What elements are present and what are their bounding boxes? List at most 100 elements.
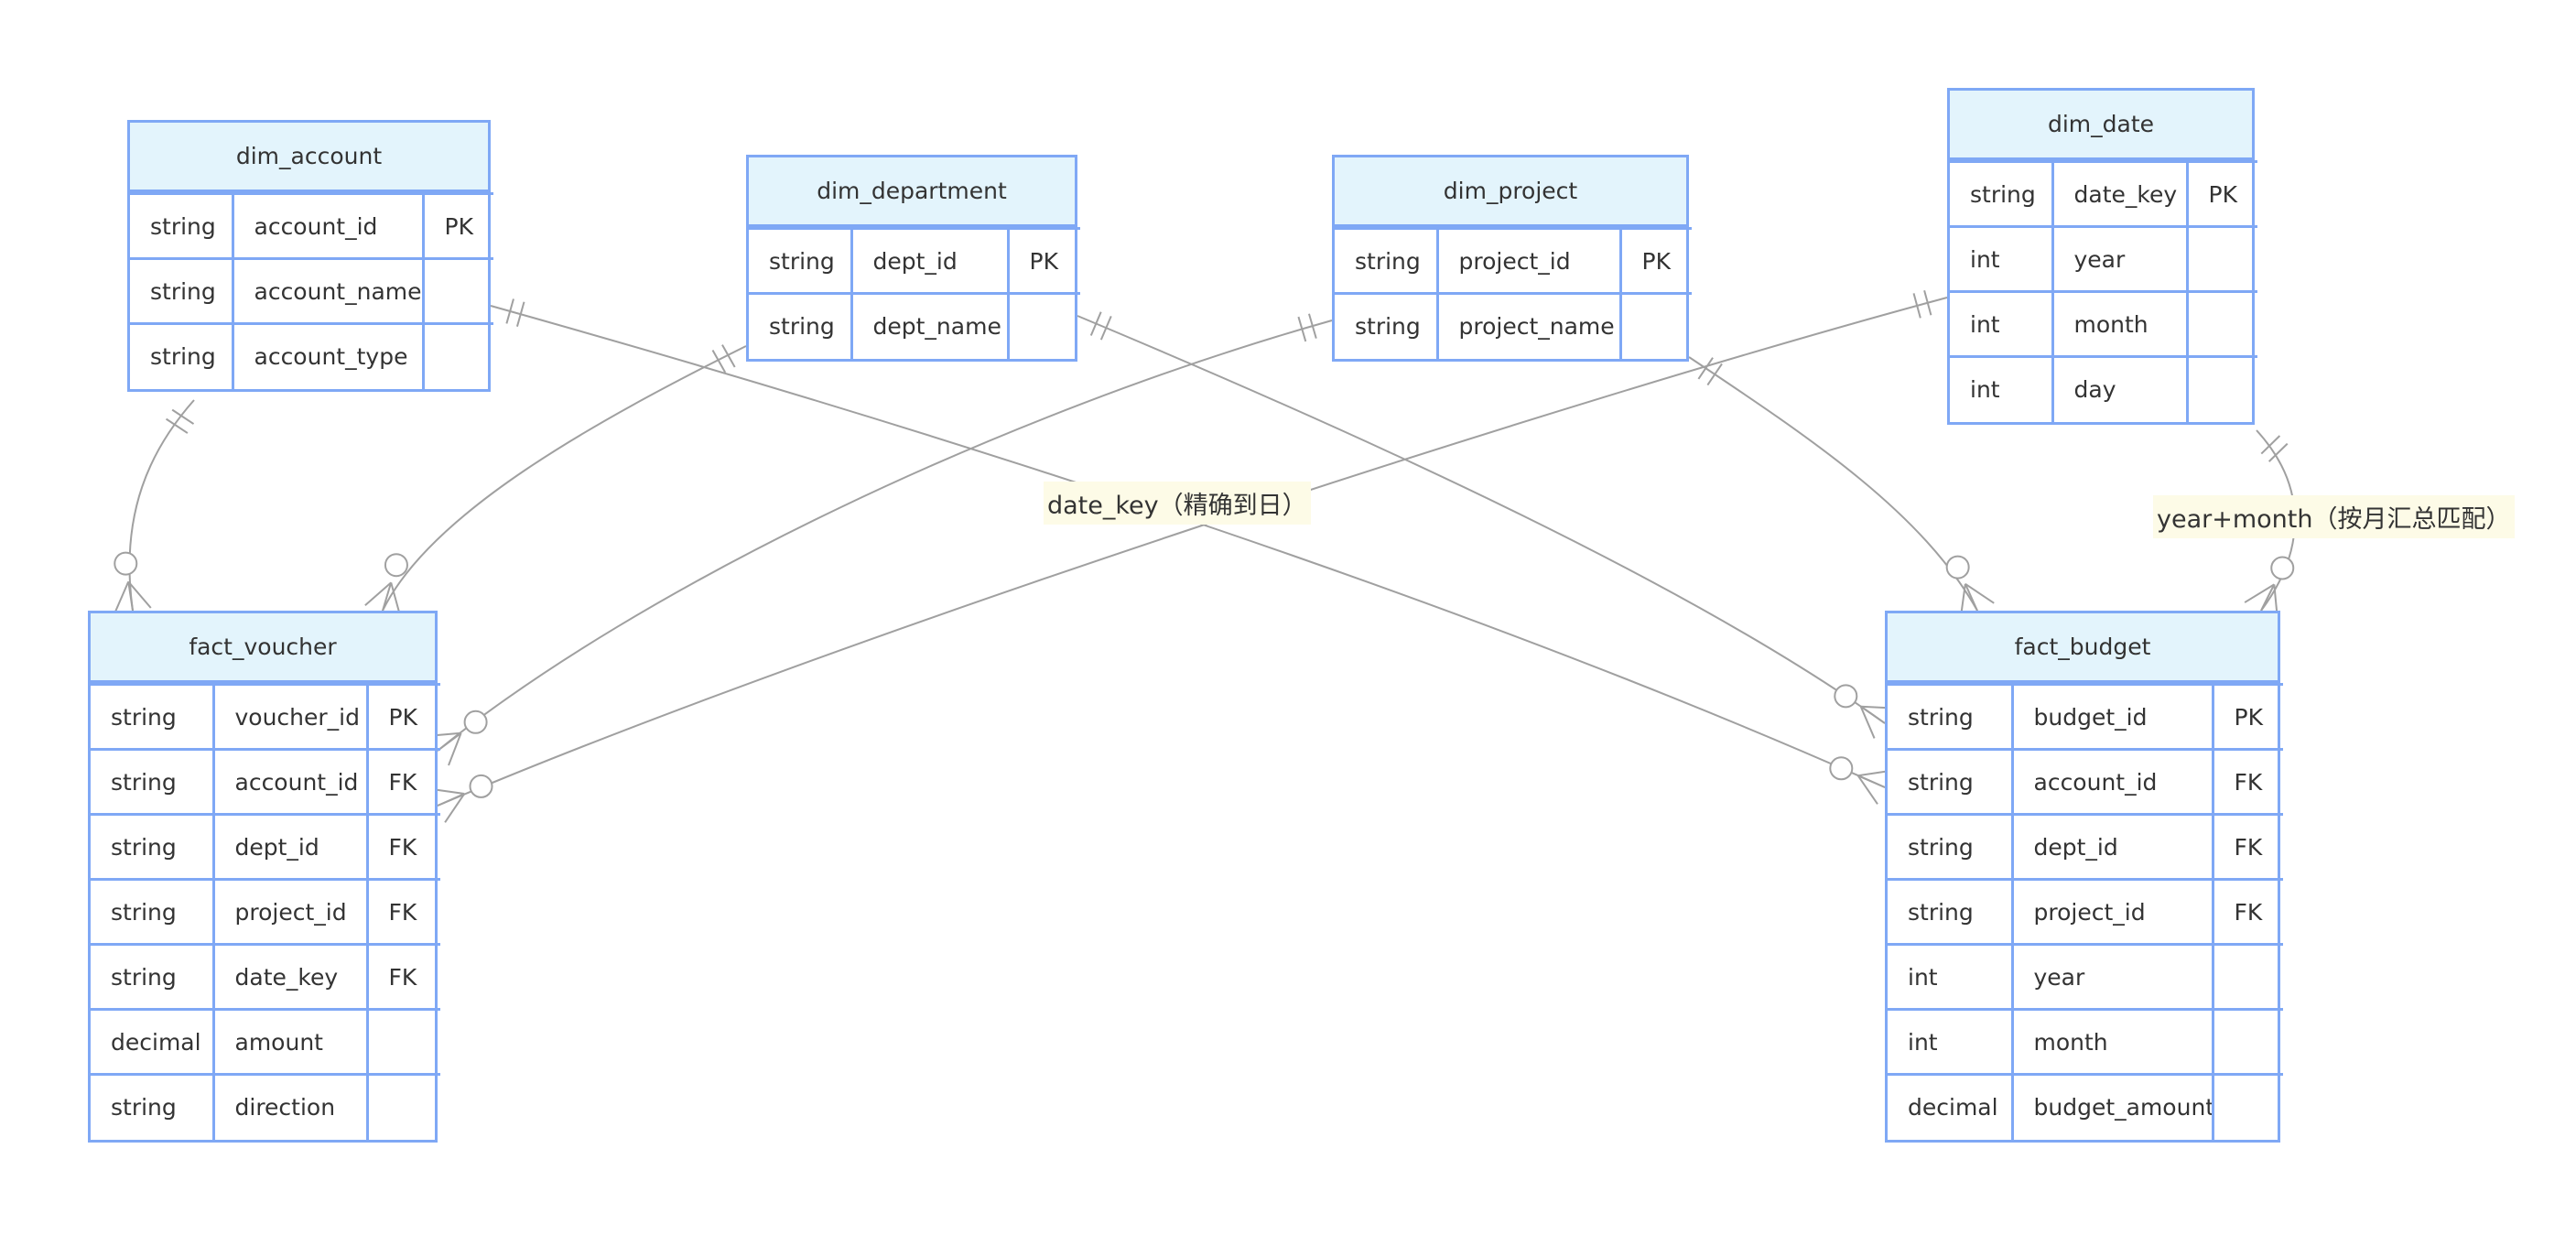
attribute-key: [421, 322, 493, 389]
attribute-name: budget_amount: [2010, 1073, 2214, 1140]
cardinality-many-mark: [437, 793, 465, 807]
attribute-name: project_name: [1435, 292, 1622, 359]
attribute-key: PK: [2211, 683, 2283, 751]
attribute-name: dept_id: [850, 227, 1010, 295]
attribute-type: string: [749, 227, 853, 295]
cardinality-one-mark: [165, 417, 189, 434]
relationship-line: [382, 345, 747, 612]
cardinality-zero-circle: [114, 551, 138, 576]
cardinality-one-mark: [515, 301, 525, 327]
relationship-line: [490, 305, 1886, 788]
attribute-key: PK: [421, 192, 493, 260]
attribute-key: PK: [365, 683, 440, 751]
attribute-type: string: [91, 878, 215, 946]
relationship-label-date-key: date_key（精确到日）: [1044, 482, 1311, 525]
cardinality-one-mark: [1099, 315, 1112, 341]
cardinality-one-mark: [1706, 363, 1723, 386]
attribute-type: string: [91, 683, 215, 751]
cardinality-one-mark: [1297, 316, 1307, 342]
attribute-type: int: [1950, 225, 2054, 293]
attribute-key: FK: [2211, 813, 2283, 881]
attribute-name: account_id: [231, 192, 425, 260]
attribute-key: [2211, 1008, 2283, 1076]
cardinality-many-mark: [1856, 775, 1878, 805]
attribute-name: year: [2051, 225, 2189, 293]
attribute-name: direction: [211, 1073, 369, 1140]
attribute-type: string: [1950, 160, 2054, 228]
attribute-key: [421, 257, 493, 325]
attribute-type: int: [1950, 355, 2054, 422]
relationship-line: [437, 297, 1948, 807]
attribute-key: [2185, 290, 2257, 358]
attribute-key: [2211, 1073, 2283, 1140]
cardinality-many-mark: [1964, 583, 1978, 612]
attribute-key: PK: [1006, 227, 1080, 295]
attribute-key: FK: [365, 813, 440, 881]
relationship-line: [1688, 356, 1978, 612]
attribute-type: decimal: [91, 1008, 215, 1076]
cardinality-one-mark: [711, 349, 727, 374]
cardinality-one-mark: [2268, 442, 2289, 462]
cardinality-many-mark: [382, 582, 393, 612]
cardinality-one-mark: [1089, 311, 1102, 336]
attribute-type: string: [91, 748, 215, 816]
cardinality-many-mark: [1860, 705, 1886, 724]
attribute-name: project_id: [1435, 227, 1622, 295]
attribute-name: month: [2051, 290, 2189, 358]
attribute-type: string: [130, 322, 234, 389]
attribute-type: string: [749, 292, 853, 359]
relationship-line: [1077, 315, 1886, 724]
cardinality-many-mark: [364, 581, 392, 607]
attribute-key: FK: [2211, 878, 2283, 946]
entity-title: fact_voucher: [91, 613, 435, 683]
cardinality-many-mark: [127, 580, 152, 609]
entity-title: dim_project: [1335, 157, 1686, 227]
cardinality-many-mark: [2260, 583, 2276, 612]
attribute-type: string: [1888, 748, 2014, 816]
attribute-name: dept_id: [2010, 813, 2214, 881]
attribute-name: account_id: [2010, 748, 2214, 816]
cardinality-zero-circle: [384, 553, 408, 578]
attribute-key: PK: [2185, 160, 2257, 228]
attribute-name: account_name: [231, 257, 425, 325]
cardinality-many-mark: [1857, 775, 1886, 788]
attribute-type: string: [1335, 292, 1439, 359]
cardinality-many-mark: [2244, 583, 2275, 603]
attribute-key: FK: [365, 748, 440, 816]
attribute-name: account_id: [211, 748, 369, 816]
cardinality-many-mark: [127, 581, 134, 612]
attribute-name: project_id: [2010, 878, 2214, 946]
attribute-key: [365, 1008, 440, 1076]
attribute-name: day: [2051, 355, 2189, 422]
entity-title: fact_budget: [1888, 613, 2278, 683]
attribute-name: amount: [211, 1008, 369, 1076]
cardinality-zero-circle: [1945, 555, 1970, 580]
cardinality-many-mark: [448, 732, 462, 766]
